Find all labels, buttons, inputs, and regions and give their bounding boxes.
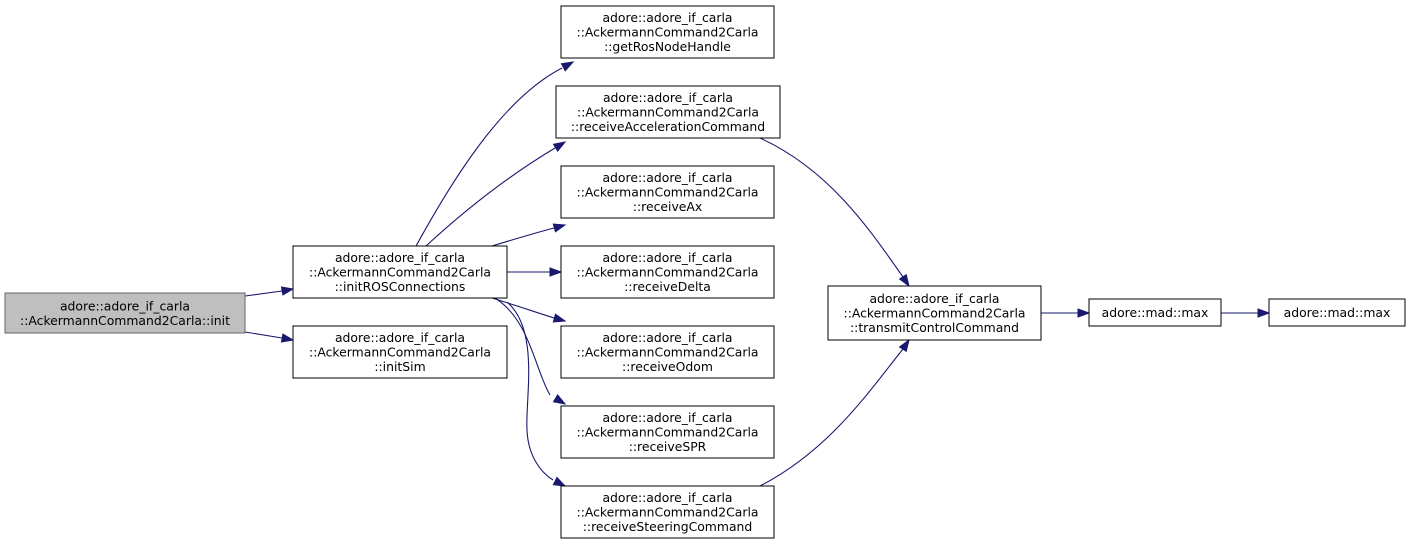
node-transmit[interactable]: adore::adore_if_carla::AckermannCommand2… xyxy=(827,285,1042,341)
node-box xyxy=(560,405,775,459)
node-recvAx[interactable]: adore::adore_if_carla::AckermannCommand2… xyxy=(560,165,775,219)
node-label-line-3: ::receiveSteeringCommand xyxy=(583,519,753,534)
node-label-line-3: ::receiveDelta xyxy=(624,279,711,294)
edge-root-to-initROS xyxy=(244,286,295,297)
node-label-line-3: ::receiveAccelerationCommand xyxy=(571,119,765,134)
edge-initROS-to-getRos xyxy=(415,61,575,247)
edge-line xyxy=(491,227,555,247)
node-box xyxy=(1268,298,1406,327)
node-box xyxy=(555,85,781,139)
node-box xyxy=(1088,298,1222,327)
node-label-line-2: ::AckermannCommand2Carla xyxy=(577,265,759,280)
node-box xyxy=(560,165,775,219)
node-label-line-3: ::initROSConnections xyxy=(335,279,466,294)
node-label-line-1: adore::adore_if_carla xyxy=(602,410,732,425)
edge-line xyxy=(425,147,556,247)
edge-arrowhead xyxy=(280,286,295,296)
edge-line xyxy=(244,290,283,297)
node-box xyxy=(4,292,246,334)
node-initROS[interactable]: adore::adore_if_carla::AckermannCommand2… xyxy=(292,245,508,299)
node-label-line-1: adore::mad::max xyxy=(1102,305,1209,320)
edge-arrowhead xyxy=(560,61,575,72)
node-label-line-2: ::AckermannCommand2Carla xyxy=(577,425,759,440)
node-label-line-3: ::getRosNodeHandle xyxy=(604,39,731,54)
node-getRos[interactable]: adore::adore_if_carla::AckermannCommand2… xyxy=(560,5,775,59)
node-label-line-2: ::AckermannCommand2Carla xyxy=(577,185,759,200)
node-box xyxy=(292,325,508,379)
edge-line xyxy=(415,67,563,247)
edge-arrowhead xyxy=(552,223,567,233)
node-label-line-1: adore::adore_if_carla xyxy=(869,291,999,306)
node-label-line-1: adore::adore_if_carla xyxy=(335,250,465,265)
node-initSim[interactable]: adore::adore_if_carla::AckermannCommand2… xyxy=(292,325,508,379)
node-label-line-2: ::AckermannCommand2Carla xyxy=(844,306,1026,321)
node-box xyxy=(560,245,775,299)
edge-transmit-to-max1 xyxy=(1041,308,1091,318)
node-box xyxy=(560,325,775,379)
edge-initROS-to-recvAcc xyxy=(425,141,567,247)
edge-arrowhead xyxy=(1257,308,1271,318)
node-max2[interactable]: adore::mad::max xyxy=(1268,298,1406,327)
edge-recvAcc-to-transmit xyxy=(759,137,910,288)
nodes-layer: adore::adore_if_carla::AckermannCommand2… xyxy=(4,5,1406,539)
edge-line xyxy=(491,297,555,319)
node-recvAcc[interactable]: adore::adore_if_carla::AckermannCommand2… xyxy=(555,85,781,139)
node-label-line-1: adore::mad::max xyxy=(1284,305,1391,320)
node-box xyxy=(560,5,775,59)
edge-root-to-initSim xyxy=(244,331,295,343)
edges-layer xyxy=(244,61,1271,487)
node-label-line-1: adore::adore_if_carla xyxy=(603,90,733,105)
node-box xyxy=(827,285,1042,341)
edge-initROS-to-recvAx xyxy=(491,223,567,247)
node-label-line-3: ::receiveOdom xyxy=(622,359,713,374)
node-label-line-1: adore::adore_if_carla xyxy=(335,330,465,345)
edge-line xyxy=(506,301,554,481)
node-label-line-3: ::transmitControlCommand xyxy=(850,320,1019,335)
node-label-line-1: adore::adore_if_carla xyxy=(602,330,732,345)
node-label-line-3: ::receiveSPR xyxy=(629,439,707,454)
edge-arrowhead xyxy=(552,141,567,152)
node-label-line-2: ::AckermannCommand2Carla xyxy=(577,505,759,520)
node-recvSteer[interactable]: adore::adore_if_carla::AckermannCommand2… xyxy=(560,485,775,539)
node-label-line-3: ::receiveAx xyxy=(633,199,702,214)
node-recvOdom[interactable]: adore::adore_if_carla::AckermannCommand2… xyxy=(560,325,775,379)
node-box xyxy=(292,245,508,299)
node-label-line-2: ::AckermannCommand2Carla::init xyxy=(20,313,230,328)
edge-arrowhead xyxy=(898,338,910,353)
edge-arrowhead xyxy=(552,476,567,487)
node-max1[interactable]: adore::mad::max xyxy=(1088,298,1222,327)
node-box xyxy=(560,485,775,539)
edge-arrowhead xyxy=(552,313,567,323)
edge-arrowhead xyxy=(549,267,563,277)
node-label-line-1: adore::adore_if_carla xyxy=(602,490,732,505)
edge-line xyxy=(759,137,904,278)
edge-initROS-to-recvSteer xyxy=(506,301,567,487)
node-label-line-2: ::AckermannCommand2Carla xyxy=(577,105,759,120)
edge-max1-to-max2 xyxy=(1221,308,1271,318)
edge-recvSteer-to-transmit xyxy=(759,338,910,487)
edge-initROS-to-recvOdom xyxy=(491,297,567,323)
edge-arrowhead xyxy=(898,273,910,288)
node-label-line-1: adore::adore_if_carla xyxy=(60,298,190,313)
node-label-line-2: ::AckermannCommand2Carla xyxy=(577,345,759,360)
edge-arrowhead xyxy=(280,333,295,343)
node-recvSPR[interactable]: adore::adore_if_carla::AckermannCommand2… xyxy=(560,405,775,459)
node-label-line-2: ::AckermannCommand2Carla xyxy=(309,265,491,280)
edge-arrowhead xyxy=(1077,308,1091,318)
node-label-line-2: ::AckermannCommand2Carla xyxy=(577,25,759,40)
edge-initROS-to-recvDelta xyxy=(507,267,563,277)
node-recvDelta[interactable]: adore::adore_if_carla::AckermannCommand2… xyxy=(560,245,775,299)
edge-line xyxy=(494,297,551,396)
edge-initROS-to-recvSPR xyxy=(494,297,567,405)
node-label-line-1: adore::adore_if_carla xyxy=(602,250,732,265)
edge-line xyxy=(244,331,283,339)
edge-line xyxy=(759,348,904,487)
node-label-line-3: ::initSim xyxy=(374,359,425,374)
node-label-line-1: adore::adore_if_carla xyxy=(602,170,732,185)
node-root[interactable]: adore::adore_if_carla::AckermannCommand2… xyxy=(4,292,246,334)
node-label-line-1: adore::adore_if_carla xyxy=(602,10,732,25)
edge-arrowhead xyxy=(552,394,567,405)
node-label-line-2: ::AckermannCommand2Carla xyxy=(309,345,491,360)
